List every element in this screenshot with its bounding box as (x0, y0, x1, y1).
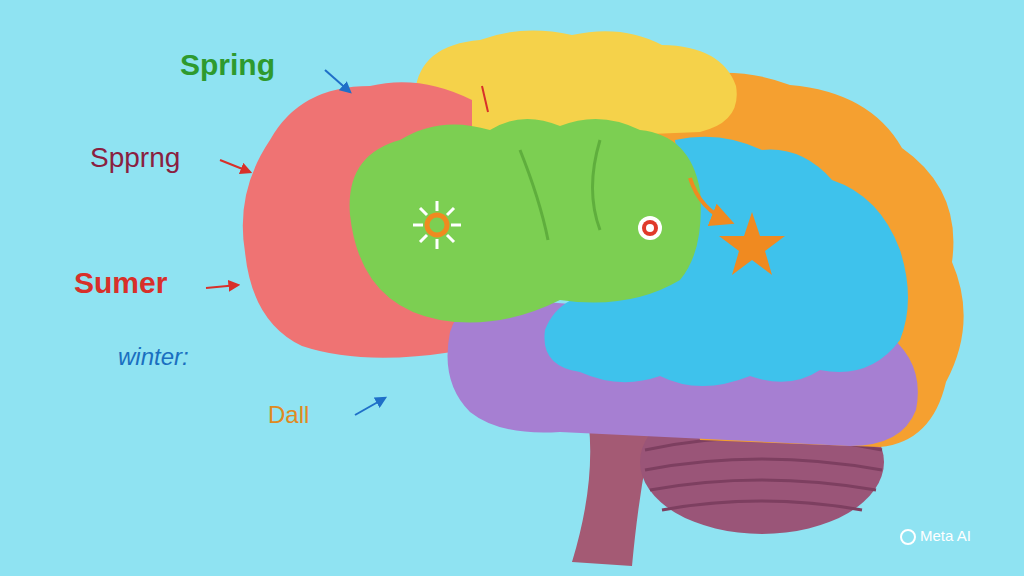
season-label: winter: (118, 344, 189, 370)
mark (482, 86, 488, 112)
fold (520, 140, 600, 240)
watermark: Meta AI (920, 528, 971, 545)
star-symbol (719, 212, 785, 275)
season-label: Dall (268, 402, 309, 428)
leader-arrow (355, 398, 385, 415)
leader-arrow (220, 160, 250, 172)
sun-symbol (413, 201, 461, 249)
season-label: Sumer (74, 266, 167, 299)
green-lobe (350, 119, 701, 323)
season-label: Spprng (90, 143, 180, 174)
leader-arrow (325, 70, 350, 92)
leader-arrow (206, 285, 238, 288)
curved-arrow (690, 178, 730, 222)
season-label: Spring (180, 48, 275, 81)
watermark-icon (901, 530, 915, 544)
target-symbol (638, 216, 662, 240)
